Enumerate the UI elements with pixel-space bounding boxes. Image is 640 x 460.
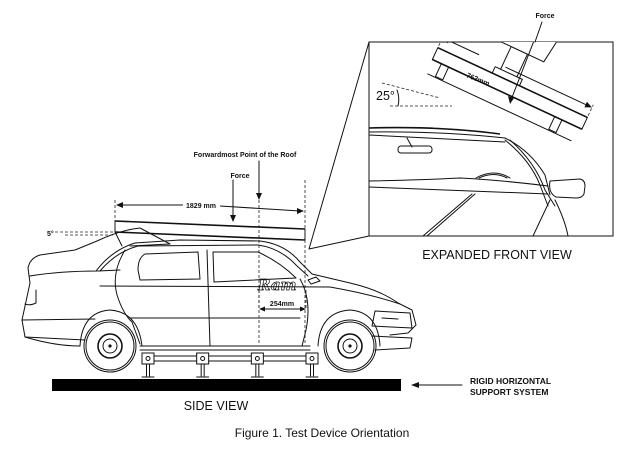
pitch-angle-label: 5° (47, 230, 54, 238)
side-mirror-front (549, 178, 586, 199)
support-pointer-arrow (411, 382, 463, 388)
support-stand (196, 352, 210, 378)
test-plate-front (427, 42, 594, 142)
expanded-front-view-title: EXPANDED FRONT VIEW (422, 248, 572, 262)
car-belt-line (99, 285, 401, 305)
rear-wheel (79, 309, 143, 373)
support-stand (141, 352, 155, 378)
forwardmost-label: Forwardmost Point of the Roof (194, 152, 297, 159)
car-side-view: Ram (21, 227, 417, 373)
force-arrow-front (510, 42, 535, 101)
support-stand (305, 352, 319, 378)
window-sticker: Ram (257, 276, 296, 294)
roof-edge (369, 126, 501, 135)
plate-top-edge (114, 220, 306, 230)
rearview-mirror (397, 145, 433, 154)
test-plate-side (55, 160, 307, 345)
front-wheel (317, 309, 381, 373)
side-mirror (307, 276, 321, 285)
force-arrow-side (230, 179, 236, 222)
side-view-title: SIDE VIEW (184, 399, 249, 413)
car-c-pillar (114, 249, 141, 345)
car-rocker (139, 345, 311, 351)
offset-label: 254mm (270, 301, 294, 308)
car-roofline (95, 239, 417, 336)
callout-wedge (308, 41, 370, 250)
car-front (371, 310, 413, 351)
plate-length-label: 1829 mm (186, 203, 216, 210)
support-rail (141, 355, 319, 362)
dim-254-arrow (258, 290, 307, 312)
support-label-line2: SUPPORT SYSTEM (470, 387, 548, 397)
plate-bottom-edge (114, 231, 306, 241)
roll-angle-label: 25° (376, 89, 395, 103)
dashboard-line (369, 177, 549, 187)
force-label-front: Force (535, 13, 554, 20)
forwardmost-arrow (256, 160, 262, 200)
support-label-line1: RIGID HORIZONTAL (470, 376, 551, 386)
expanded-front-view-box (368, 41, 614, 237)
car-door-lines (129, 249, 309, 347)
support-stand (250, 352, 264, 378)
figure-caption: Figure 1. Test Device Orientation (235, 426, 410, 440)
support-stands (141, 352, 319, 378)
car-roof-inner (99, 244, 309, 277)
angle-arc (396, 89, 400, 107)
steering-wheel (475, 172, 511, 179)
front-view-drawing (369, 21, 594, 236)
rigid-support-platform (52, 379, 401, 391)
rear-door-window (137, 251, 201, 281)
car-trunk (21, 269, 121, 341)
force-label-side: Force (230, 173, 249, 180)
